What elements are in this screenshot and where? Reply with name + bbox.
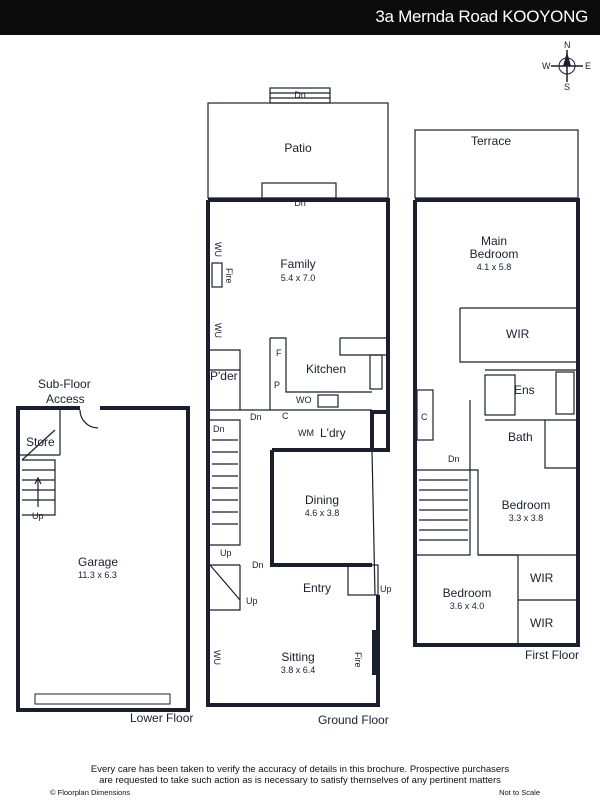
kitchen-label: Kitchen — [306, 362, 346, 376]
pantry-label: P — [274, 380, 280, 390]
disclaimer-line-2: are requested to take such action as is … — [99, 775, 501, 786]
wu-label: WU — [213, 242, 223, 257]
garage-dim: 11.3 x 6.3 — [78, 570, 117, 580]
ensuite-label: Ens — [514, 383, 535, 397]
wir-label: WIR — [506, 327, 530, 341]
fire-label: Fire — [224, 268, 234, 284]
wall-oven-label: WO — [296, 395, 312, 405]
property-title: 3a Mernda Road KOOYONG — [375, 7, 588, 26]
wir-label: WIR — [530, 616, 554, 630]
sub-floor-label: Sub-Floor — [38, 377, 91, 391]
ground-floor-title: Ground Floor — [318, 713, 389, 727]
sitting-label: Sitting — [281, 650, 314, 664]
family-dn-label: Dn — [294, 198, 306, 208]
dn-label: Dn — [448, 454, 460, 464]
main-bedroom-label-2: Bedroom — [470, 247, 519, 261]
dining-dim: 4.6 x 3.8 — [305, 508, 340, 518]
patio-dn-label: Dn — [294, 90, 306, 100]
lower-floor-plan: Sub-Floor Access Store Up Garage 11.3 x … — [16, 377, 193, 725]
first-floor-title: First Floor — [525, 648, 579, 662]
dining-label: Dining — [305, 493, 339, 507]
dn-label: Dn — [252, 560, 264, 570]
wu-label: WU — [212, 650, 222, 665]
ground-floor-plan: Patio Dn Dn WU Fire WU Family 5.4 x 7.0 … — [206, 87, 392, 727]
sitting-dim: 3.8 x 6.4 — [281, 665, 316, 675]
compass-n: N — [564, 40, 571, 50]
dn-label: Dn — [213, 424, 225, 434]
garage-label: Garage — [78, 555, 118, 569]
laundry-label: L'dry — [320, 426, 346, 440]
up-label: Up — [220, 548, 232, 558]
compass-s: S — [564, 82, 570, 92]
disclaimer: Every care has been taken to verify the … — [0, 764, 600, 786]
patio-label: Patio — [284, 141, 312, 155]
powder-room-label: P'der — [210, 369, 238, 383]
up-label: Up — [380, 584, 392, 594]
store-label: Store — [26, 435, 55, 449]
lower-floor-title: Lower Floor — [130, 711, 193, 725]
compass-e: E — [585, 61, 591, 71]
family-label: Family — [280, 257, 315, 271]
main-bedroom-dim: 4.1 x 5.8 — [477, 262, 512, 272]
bedroom-dim: 3.3 x 3.8 — [509, 513, 544, 523]
family-dim: 5.4 x 7.0 — [281, 273, 316, 283]
access-label: Access — [46, 392, 85, 406]
wir-label: WIR — [530, 571, 554, 585]
terrace-label: Terrace — [471, 134, 511, 148]
up-label: Up — [32, 511, 44, 521]
compass-w: W — [542, 61, 551, 71]
wu-label: WU — [213, 323, 223, 338]
disclaimer-line-1: Every care has been taken to verify the … — [90, 764, 510, 775]
compass-icon: N S E W — [542, 40, 591, 92]
fridge-label: F — [276, 348, 282, 358]
scale-note: Not to Scale — [499, 788, 540, 797]
entry-label: Entry — [303, 581, 331, 595]
bedroom-dim: 3.6 x 4.0 — [450, 601, 485, 611]
bedroom-label: Bedroom — [443, 586, 492, 600]
main-bedroom-label: Main — [481, 234, 507, 248]
header-bar: 3a Mernda Road KOOYONG — [0, 0, 600, 35]
bedroom-label: Bedroom — [502, 498, 551, 512]
bath-label: Bath — [508, 430, 533, 444]
washing-machine-label: WM — [298, 428, 314, 438]
up-label: Up — [246, 596, 258, 606]
first-floor-plan: Terrace Main Bedroom 4.1 x 5.8 WIR Ens C… — [413, 129, 580, 662]
copyright: © Floorplan Dimensions — [50, 788, 131, 797]
cupboard-label: C — [421, 412, 428, 422]
dn-label: Dn — [250, 412, 262, 422]
cupboard-label: C — [282, 411, 289, 421]
fire-label: Fire — [353, 652, 363, 668]
